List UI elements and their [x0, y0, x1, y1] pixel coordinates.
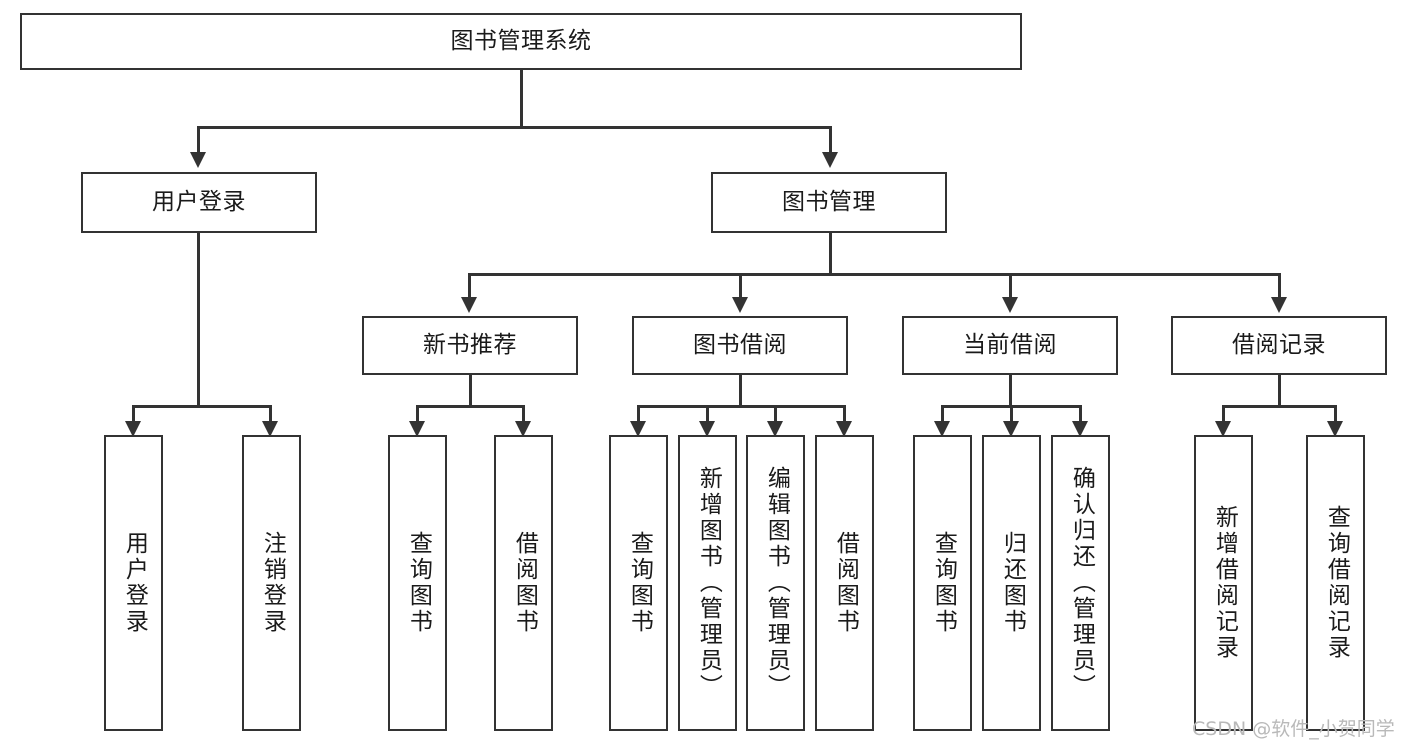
node-current-borrow[interactable]: 当前借阅: [902, 316, 1118, 375]
connector-book-manage-bus: [468, 273, 1280, 276]
node-leaf-query-book-1[interactable]: 查询图书: [388, 435, 447, 731]
connector-book-borrow-stem: [739, 375, 742, 405]
arrow-leaf-return-book: [1003, 421, 1019, 437]
connector-cb-drop-2: [1010, 405, 1013, 421]
node-leaf-add-record-label: 新增借阅记录: [1211, 505, 1238, 661]
node-leaf-return-book[interactable]: 归还图书: [982, 435, 1041, 731]
connector-root-to-user-login: [197, 126, 200, 152]
node-leaf-query-record[interactable]: 查询借阅记录: [1306, 435, 1365, 731]
connector-bb-drop-2: [706, 405, 709, 421]
node-leaf-return-book-label: 归还图书: [999, 531, 1026, 635]
connector-book-manage-stem: [829, 233, 832, 273]
node-leaf-query-book-3[interactable]: 查询图书: [913, 435, 972, 731]
node-user-login[interactable]: 用户登录: [81, 172, 317, 233]
connector-current-borrow-stem: [1009, 375, 1012, 405]
connector-new-book-recommend-stem: [469, 375, 472, 405]
arrow-to-current-borrow: [1002, 297, 1018, 313]
node-book-borrow-label: 图书借阅: [693, 331, 787, 358]
connector-br-drop-1: [1222, 405, 1225, 421]
node-book-borrow[interactable]: 图书借阅: [632, 316, 848, 375]
node-root-label: 图书管理系统: [450, 27, 592, 54]
node-current-borrow-label: 当前借阅: [963, 331, 1057, 358]
node-leaf-confirm-return-label: 确认归还（管理员）: [1068, 466, 1095, 700]
node-borrow-record[interactable]: 借阅记录: [1171, 316, 1387, 375]
node-leaf-query-record-label: 查询借阅记录: [1323, 505, 1350, 661]
connector-root-stem: [520, 70, 523, 126]
connector-root-to-book-manage: [829, 126, 832, 152]
node-new-book-recommend-label: 新书推荐: [423, 331, 517, 358]
node-root[interactable]: 图书管理系统: [20, 13, 1022, 70]
arrow-leaf-query-book-3: [934, 421, 950, 437]
node-leaf-borrow-book-1-label: 借阅图书: [511, 531, 538, 635]
arrow-root-to-book-manage: [822, 152, 838, 168]
node-leaf-borrow-book-1[interactable]: 借阅图书: [494, 435, 553, 731]
node-leaf-logout[interactable]: 注销登录: [242, 435, 301, 731]
node-leaf-add-book[interactable]: 新增图书（管理员）: [678, 435, 737, 731]
connector-to-current-borrow: [1009, 273, 1012, 297]
node-book-manage-label: 图书管理: [782, 188, 876, 215]
arrow-to-new-book-recommend: [461, 297, 477, 313]
node-leaf-query-book-3-label: 查询图书: [930, 531, 957, 635]
connector-root-bus: [197, 126, 831, 129]
node-leaf-add-book-label: 新增图书（管理员）: [695, 466, 722, 700]
arrow-leaf-borrow-book-1: [515, 421, 531, 437]
connector-to-new-book-recommend: [468, 273, 471, 297]
node-leaf-edit-book[interactable]: 编辑图书（管理员）: [746, 435, 805, 731]
node-leaf-user-login[interactable]: 用户登录: [104, 435, 163, 731]
connector-cb-drop-1: [941, 405, 944, 421]
node-new-book-recommend[interactable]: 新书推荐: [362, 316, 578, 375]
arrow-leaf-confirm-return: [1072, 421, 1088, 437]
connector-borrow-record-bus: [1222, 405, 1336, 408]
connector-nbr-drop-1: [416, 405, 419, 421]
node-leaf-add-record[interactable]: 新增借阅记录: [1194, 435, 1253, 731]
node-leaf-borrow-book-2-label: 借阅图书: [832, 531, 859, 635]
arrow-leaf-logout: [262, 421, 278, 437]
connector-user-login-bus: [132, 405, 271, 408]
arrow-leaf-edit-book: [767, 421, 783, 437]
node-leaf-logout-label: 注销登录: [259, 531, 286, 635]
node-leaf-edit-book-label: 编辑图书（管理员）: [763, 466, 790, 700]
node-borrow-record-label: 借阅记录: [1232, 331, 1326, 358]
connector-bb-drop-4: [843, 405, 846, 421]
connector-bb-drop-3: [774, 405, 777, 421]
arrow-root-to-user-login: [190, 152, 206, 168]
connector-book-borrow-bus: [637, 405, 846, 408]
arrow-to-borrow-record: [1271, 297, 1287, 313]
connector-user-login-drop-1: [132, 405, 135, 421]
arrow-to-book-borrow: [732, 297, 748, 313]
connector-nbr-drop-2: [522, 405, 525, 421]
arrow-leaf-add-record: [1215, 421, 1231, 437]
node-leaf-query-book-2[interactable]: 查询图书: [609, 435, 668, 731]
connector-new-book-recommend-bus: [416, 405, 524, 408]
node-leaf-user-login-label: 用户登录: [121, 531, 148, 635]
node-leaf-query-book-2-label: 查询图书: [626, 531, 653, 635]
arrow-leaf-query-record: [1327, 421, 1343, 437]
node-book-manage[interactable]: 图书管理: [711, 172, 947, 233]
connector-br-drop-2: [1334, 405, 1337, 421]
node-leaf-confirm-return[interactable]: 确认归还（管理员）: [1051, 435, 1110, 731]
arrow-leaf-query-book-2: [630, 421, 646, 437]
node-leaf-borrow-book-2[interactable]: 借阅图书: [815, 435, 874, 731]
connector-to-book-borrow: [739, 273, 742, 297]
connector-cb-drop-3: [1079, 405, 1082, 421]
node-user-login-label: 用户登录: [152, 188, 246, 215]
arrow-leaf-add-book: [699, 421, 715, 437]
node-leaf-query-book-1-label: 查询图书: [405, 531, 432, 635]
connector-borrow-record-stem: [1278, 375, 1281, 405]
connector-to-borrow-record: [1278, 273, 1281, 297]
connector-user-login-stem: [197, 233, 200, 405]
arrow-leaf-query-book-1: [409, 421, 425, 437]
arrow-leaf-user-login: [125, 421, 141, 437]
connector-user-login-drop-2: [269, 405, 272, 421]
connector-bb-drop-1: [637, 405, 640, 421]
arrow-leaf-borrow-book-2: [836, 421, 852, 437]
